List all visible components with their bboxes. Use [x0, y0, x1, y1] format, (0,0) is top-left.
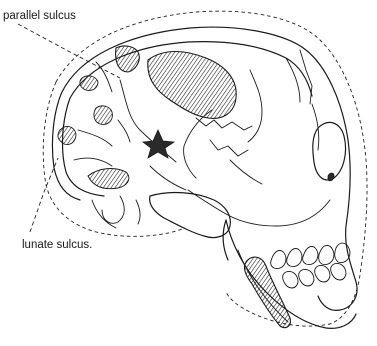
mastoid-region: [92, 196, 140, 228]
parallel-sulcus-label: parallel sulcus: [3, 10, 76, 22]
mandible-canal: [244, 257, 290, 328]
hatched-area-small-2: [80, 76, 98, 91]
orbit: [313, 122, 346, 180]
hatched-area-parietal: [116, 46, 140, 72]
orbit-dot: [328, 173, 334, 181]
mandible: [223, 220, 356, 328]
lunate-sulcus-label: lunate sulcus.: [22, 239, 92, 251]
upper-teeth: [271, 243, 350, 268]
hatched-area-temporal: [88, 169, 129, 189]
lower-teeth: [283, 263, 346, 288]
hatched-area-frontal: [148, 52, 236, 119]
hatched-area-small-1: [94, 106, 112, 124]
zygomatic-arch: [150, 193, 231, 238]
hatched-area-occipital: [58, 127, 76, 145]
star-mark: [143, 130, 174, 158]
